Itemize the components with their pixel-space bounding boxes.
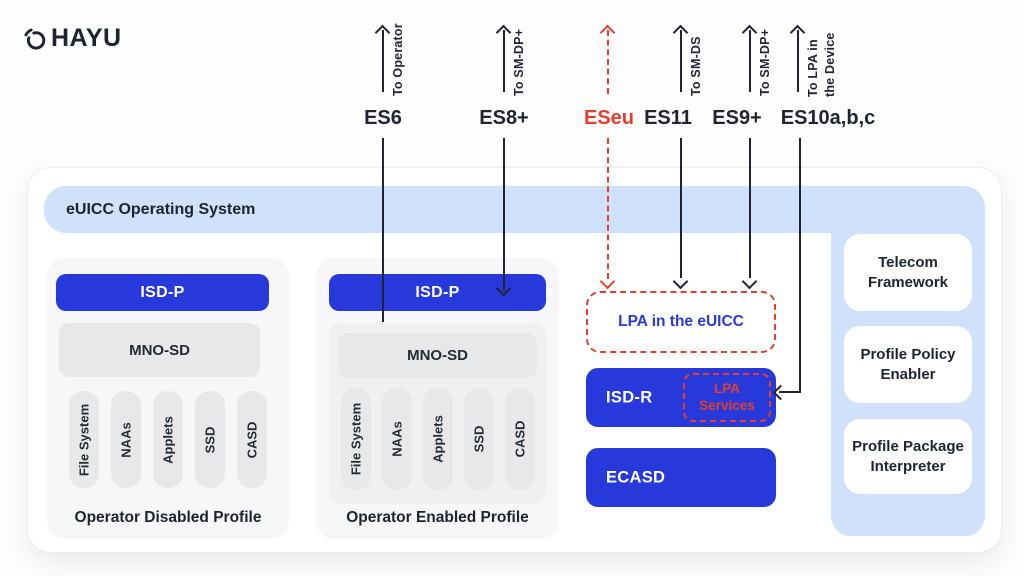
es11-label: ES11 [644, 107, 692, 129]
eseu-up-arrowhead-icon [599, 24, 616, 41]
es10-down-line [799, 138, 801, 393]
es8-up-arrowhead-icon [495, 24, 512, 41]
hayu-logo-icon [24, 28, 46, 50]
profile-disabled-box: ISD-P MNO-SD File System NAAs Applets SS… [47, 258, 289, 539]
mno-sd-box: MNO-SD [59, 323, 260, 377]
es8-label: ES8+ [479, 107, 529, 129]
es10-annotation-line1: To LPA in [806, 39, 820, 97]
es10-up-arrowhead-icon [789, 24, 806, 41]
es9-down-arrow-line [749, 138, 751, 278]
ecasd-label: ECASD [606, 468, 666, 486]
eseu-label: ESeu [583, 107, 635, 129]
es6-label: ES6 [364, 107, 402, 129]
enabled-profile-inner-wrapper: MNO-SD File System NAAs Applets SSD CASD [329, 323, 546, 504]
component-pill-row: File System NAAs Applets SSD CASD [47, 391, 289, 488]
component-pill-applets: Applets [422, 388, 453, 490]
profile-disabled-caption: Operator Disabled Profile [74, 509, 262, 526]
os-title: eUICC Operating System [66, 200, 256, 218]
es11-down-arrow-line [680, 138, 682, 278]
isdr-box: ISD-R LPA Services [586, 368, 776, 427]
euicc-os-container: eUICC Operating System Telecom Framework… [27, 167, 1002, 553]
es8-up-arrow-line [503, 30, 505, 92]
os-services-panel: Telecom Framework Profile Policy Enabler… [831, 230, 985, 536]
logo: HAYU [20, 24, 122, 53]
component-pill-ssd: SSD [463, 388, 494, 490]
es11-annotation: To SM-DS [689, 36, 703, 96]
eseu-down-arrow-line [607, 138, 609, 279]
isdr-label: ISD-R [606, 388, 653, 406]
es10-up-arrow-line [797, 30, 799, 92]
es6-up-arrow-line [382, 30, 384, 92]
hayu-logo-text: HAYU [51, 24, 122, 52]
component-pill-applets: Applets [153, 391, 183, 488]
profile-enabled-caption: Operator Enabled Profile [346, 509, 529, 526]
component-pill-naas: NAAs [381, 388, 412, 490]
es6-annotation: To Operator [391, 23, 405, 96]
component-pill-casd: CASD [237, 391, 267, 488]
component-pill-casd: CASD [504, 388, 535, 490]
mno-sd-box: MNO-SD [338, 333, 537, 378]
lpa-services-box: LPA Services [683, 373, 771, 422]
es9-label: ES9+ [712, 107, 762, 129]
es9-up-arrowhead-icon [741, 24, 758, 41]
eseu-up-arrow-line [607, 30, 609, 94]
es8-down-arrow-line [503, 138, 505, 291]
component-pill-file-system: File System [69, 391, 99, 488]
es11-up-arrow-line [680, 30, 682, 92]
telecom-framework-box: Telecom Framework [844, 234, 972, 311]
es9-annotation: To SM-DP+ [758, 28, 772, 96]
profile-enabled-box: ISD-P MNO-SD File System NAAs Applets SS… [316, 258, 559, 539]
ecasd-box: ECASD [586, 448, 776, 507]
profile-policy-enabler-box: Profile Policy Enabler [844, 326, 972, 403]
component-pill-ssd: SSD [195, 391, 225, 488]
component-pill-naas: NAAs [111, 391, 141, 488]
es10-annotation-line2: the Device [823, 32, 837, 97]
component-pill-file-system: File System [340, 388, 371, 490]
es8-annotation: To SM-DP+ [512, 28, 526, 96]
es11-up-arrowhead-icon [672, 24, 689, 41]
component-pill-row: File System NAAs Applets SSD CASD [329, 388, 546, 490]
os-header-band: eUICC Operating System [44, 186, 985, 233]
lpa-in-euicc-box: LPA in the eUICC [586, 291, 776, 353]
es10-horizontal-line [779, 391, 801, 393]
profile-package-interpreter-box: Profile Package Interpreter [844, 419, 972, 494]
isdp-badge: ISD-P [329, 274, 546, 311]
es9-up-arrow-line [749, 30, 751, 92]
es6-down-line [382, 138, 384, 322]
es6-up-arrowhead-icon [374, 24, 391, 41]
es10-label: ES10a,b,c [780, 107, 876, 129]
isdp-badge: ISD-P [56, 274, 269, 311]
